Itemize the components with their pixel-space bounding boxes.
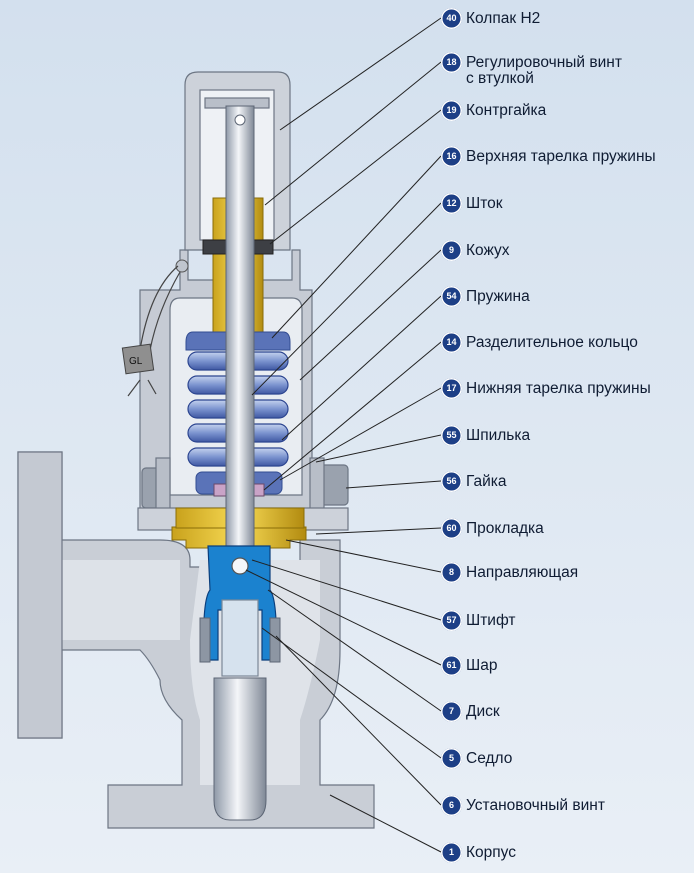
callout-set-screw: 6 Установочный винт bbox=[441, 793, 605, 817]
callout-gasket: 60 Прокладка bbox=[441, 516, 544, 540]
callout-number: 14 bbox=[441, 331, 462, 353]
callout-number: 8 bbox=[441, 561, 462, 583]
disc-part bbox=[203, 545, 277, 677]
callout-number: 5 bbox=[441, 747, 462, 769]
callout-nut: 56 Гайка bbox=[441, 469, 507, 493]
stem-part bbox=[225, 105, 255, 547]
callout-text: Регулировочный винт bbox=[466, 53, 622, 71]
gl-tag-text: GL bbox=[129, 356, 143, 367]
callout-lower-spring-plate: 17 Нижняя тарелка пружины bbox=[441, 376, 651, 400]
callout-pin: 57 Штифт bbox=[441, 608, 515, 632]
callout-number: 17 bbox=[441, 377, 462, 399]
callout-number: 7 bbox=[441, 700, 462, 722]
callout-number: 9 bbox=[441, 239, 462, 261]
callout-number: 57 bbox=[441, 609, 462, 631]
callout-text-line2: с втулкой bbox=[466, 70, 534, 87]
callout-seat: 5 Седло bbox=[441, 746, 512, 770]
callout-number: 54 bbox=[441, 285, 462, 307]
callout-stem: 12 Шток bbox=[441, 191, 503, 215]
callout-text: Шар bbox=[466, 656, 498, 674]
callout-text: Штифт bbox=[466, 611, 516, 629]
callout-number: 60 bbox=[441, 517, 462, 539]
callout-text: Диск bbox=[466, 702, 500, 720]
callout-adjusting-screw: 18 Регулировочный винт bbox=[441, 50, 622, 74]
callout-number: 56 bbox=[441, 470, 462, 492]
callout-number: 18 bbox=[441, 51, 462, 73]
callout-ball: 61 Шар bbox=[441, 653, 497, 677]
callout-number: 16 bbox=[441, 145, 462, 167]
callout-number: 40 bbox=[441, 7, 462, 29]
callout-body: 1 Корпус bbox=[441, 840, 516, 864]
callout-number: 12 bbox=[441, 192, 462, 214]
gl-seal bbox=[121, 259, 189, 397]
callout-text: Колпак H2 bbox=[466, 9, 541, 27]
callout-text: Шток bbox=[466, 194, 503, 212]
leader-lines bbox=[245, 17, 442, 853]
callout-spacer-ring: 14 Разделительное кольцо bbox=[441, 330, 638, 354]
callout-text: Установочный винт bbox=[466, 796, 605, 814]
callout-number: 6 bbox=[441, 794, 462, 816]
callout-number: 1 bbox=[441, 841, 462, 863]
callout-text: Верхняя тарелка пружины bbox=[466, 147, 656, 165]
callout-cap: 40 Колпак H2 bbox=[441, 6, 540, 30]
callout-spring: 54 Пружина bbox=[441, 284, 530, 308]
callout-text: Разделительное кольцо bbox=[466, 333, 638, 351]
callout-text: Пружина bbox=[466, 287, 530, 305]
callout-locknut: 19 Контргайка bbox=[441, 98, 546, 122]
callout-number: 55 bbox=[441, 424, 462, 446]
callout-guide: 8 Направляющая bbox=[441, 560, 578, 584]
callout-text: Кожух bbox=[466, 241, 510, 259]
seat-part bbox=[213, 677, 267, 821]
callout-disc: 7 Диск bbox=[441, 699, 500, 723]
callout-bonnet: 9 Кожух bbox=[441, 238, 510, 262]
callout-upper-spring-plate: 16 Верхняя тарелка пружины bbox=[441, 144, 656, 168]
callout-text: Контргайка bbox=[466, 101, 547, 119]
callout-number: 61 bbox=[441, 654, 462, 676]
callout-text: Шпилька bbox=[466, 426, 531, 444]
callout-text: Корпус bbox=[466, 843, 516, 861]
callout-text: Седло bbox=[466, 749, 513, 767]
callout-text: Нижняя тарелка пружины bbox=[466, 379, 651, 397]
callout-number: 19 bbox=[441, 99, 462, 121]
callout-text: Прокладка bbox=[466, 519, 544, 537]
callout-stud: 55 Шпилька bbox=[441, 423, 530, 447]
callout-text: Гайка bbox=[466, 472, 507, 490]
callout-text: Направляющая bbox=[466, 563, 579, 581]
